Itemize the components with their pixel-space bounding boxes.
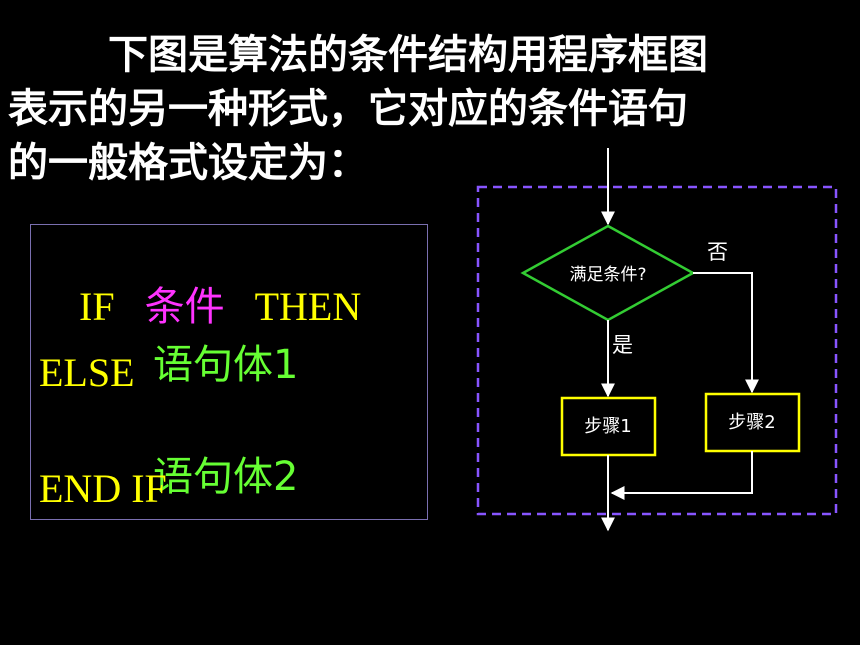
yes-label: 是 <box>612 333 633 357</box>
intro-text: 下图是算法的条件结构用程序框图 表示的另一种形式，它对应的条件语句 的一般格式设… <box>8 28 848 190</box>
no-label: 否 <box>707 240 728 264</box>
decision-label: 满足条件? <box>569 265 646 285</box>
step1-label: 步骤1 <box>584 416 631 437</box>
then-keyword: THEN <box>254 284 362 329</box>
step2-label: 步骤2 <box>728 412 775 433</box>
code-block: IF 条件 THEN 语句体1 ELSE 语句体2 END IF <box>30 224 428 520</box>
condition-text: 条件 <box>144 284 225 330</box>
body1-text: 语句体1 <box>153 342 299 388</box>
body2-text: 语句体2 <box>153 454 299 500</box>
intro-line-1: 下图是算法的条件结构用程序框图 <box>108 32 708 78</box>
if-keyword: IF <box>79 284 115 329</box>
step2-box <box>704 392 801 453</box>
code-line-body2: 语句体2 <box>113 405 298 549</box>
code-line-else: ELSE <box>39 350 135 395</box>
code-line-endif: END IF <box>39 466 167 511</box>
step1-box <box>560 396 657 457</box>
code-line-body1: 语句体1 <box>113 293 298 437</box>
merge-line <box>610 451 753 500</box>
code-line-if: IF 条件 THEN <box>39 235 361 379</box>
dashed-frame <box>476 185 838 516</box>
intro-line-3: 的一般格式设定为： <box>8 140 368 186</box>
intro-line-2: 表示的另一种形式，它对应的条件语句 <box>8 86 688 132</box>
no-branch-line <box>693 272 759 394</box>
